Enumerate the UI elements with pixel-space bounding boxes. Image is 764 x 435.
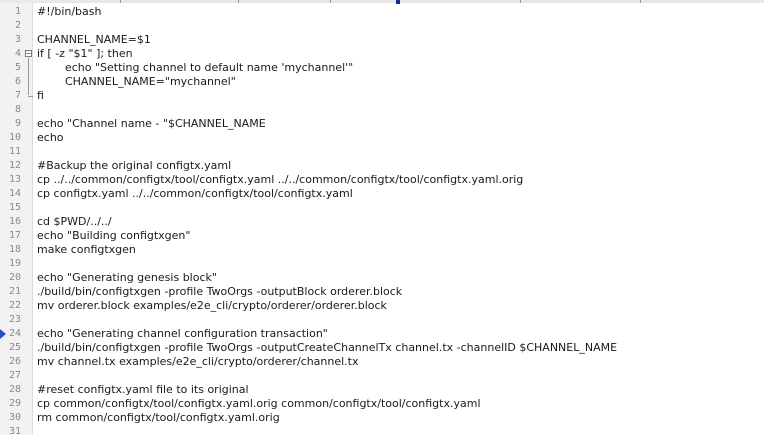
code-text[interactable]: cd $PWD/../../ — [37, 215, 112, 228]
code-line[interactable]: 6 CHANNEL_NAME="mychannel" — [0, 75, 764, 89]
code-text[interactable]: echo "Generating genesis block" — [37, 271, 217, 284]
line-number: 24 — [8, 328, 21, 339]
code-text[interactable]: echo "Building configtxgen" — [37, 229, 191, 242]
line-number: 25 — [8, 342, 21, 353]
code-line[interactable]: 31 — [0, 425, 764, 435]
line-number: 3 — [14, 34, 21, 45]
line-number: 31 — [8, 426, 21, 435]
code-text[interactable]: #!/bin/bash — [37, 5, 102, 18]
code-text[interactable]: cp common/configtx/tool/configtx.yaml.or… — [37, 397, 481, 410]
tab-separator — [520, 0, 521, 3]
code-line[interactable]: 27 — [0, 369, 764, 383]
code-line[interactable]: 11 — [0, 145, 764, 159]
line-number: 16 — [8, 216, 21, 227]
code-text[interactable]: fi — [37, 89, 44, 102]
code-text[interactable]: echo — [37, 131, 64, 144]
tab-separator — [238, 0, 239, 3]
code-line[interactable]: 2 — [0, 19, 764, 33]
line-number-gutter — [0, 3, 33, 435]
code-line[interactable]: 14 cp configtx.yaml ../../common/configtx… — [0, 187, 764, 201]
code-line[interactable]: 22 mv orderer.block examples/e2e_cli/cryp… — [0, 299, 764, 313]
line-number: 17 — [8, 230, 21, 241]
line-number: 30 — [8, 412, 21, 423]
code-text[interactable]: CHANNEL_NAME=$1 — [37, 33, 151, 46]
fold-guide-end — [28, 96, 33, 97]
code-text[interactable]: mv channel.tx examples/e2e_cli/crypto/or… — [37, 355, 359, 368]
line-number: 15 — [8, 202, 21, 213]
line-number: 10 — [8, 132, 21, 143]
code-text[interactable]: make configtxgen — [37, 243, 136, 256]
code-text[interactable]: echo "Setting channel to default name 'm… — [37, 61, 354, 74]
code-line[interactable]: 19 — [0, 257, 764, 271]
line-number: 5 — [14, 62, 21, 73]
code-line[interactable]: 4 if [ -z "$1" ]; then− — [0, 47, 764, 61]
code-line[interactable]: 23 — [0, 313, 764, 327]
line-number: 21 — [8, 286, 21, 297]
line-number: 14 — [8, 188, 21, 199]
line-number: 7 — [14, 90, 21, 101]
line-number: 23 — [8, 314, 21, 325]
code-text[interactable]: ./build/bin/configtxgen -profile TwoOrgs… — [37, 285, 403, 298]
line-number: 19 — [8, 258, 21, 269]
code-line[interactable]: 1 #!/bin/bash — [0, 5, 764, 19]
line-number: 6 — [14, 76, 21, 87]
fold-guide-line — [28, 58, 29, 95]
code-line[interactable]: 7 fi — [0, 89, 764, 103]
line-number: 11 — [8, 146, 21, 157]
code-text[interactable]: CHANNEL_NAME="mychannel" — [37, 75, 236, 88]
code-line[interactable]: 9 echo "Channel name - "$CHANNEL_NAME — [0, 117, 764, 131]
tab-separator — [640, 0, 641, 3]
code-text[interactable]: ./build/bin/configtxgen -profile TwoOrgs… — [37, 341, 618, 354]
code-line[interactable]: 12 #Backup the original configtx.yaml — [0, 159, 764, 173]
line-number: 27 — [8, 370, 21, 381]
code-line[interactable]: 20 echo "Generating genesis block" — [0, 271, 764, 285]
line-number: 26 — [8, 356, 21, 367]
code-line[interactable]: 28 #reset configtx.yaml file to its origi… — [0, 383, 764, 397]
tab-separator — [120, 0, 121, 3]
line-number: 4 — [14, 48, 21, 59]
code-text[interactable]: cp ../../common/configtx/tool/configtx.y… — [37, 173, 524, 186]
tab-separator — [330, 0, 331, 3]
active-tab-marker — [396, 0, 400, 4]
code-line[interactable]: 13 cp ../../common/configtx/tool/configtx… — [0, 173, 764, 187]
bookmark-arrow-icon — [0, 329, 6, 339]
code-line[interactable]: 30 rm common/configtx/tool/configtx.yaml.… — [0, 411, 764, 425]
code-text[interactable]: echo "Channel name - "$CHANNEL_NAME — [37, 117, 266, 130]
code-line[interactable]: 26 mv channel.tx examples/e2e_cli/crypto/… — [0, 355, 764, 369]
line-number: 22 — [8, 300, 21, 311]
code-line[interactable]: 3 CHANNEL_NAME=$1 — [0, 33, 764, 47]
code-text[interactable]: #reset configtx.yaml file to its origina… — [37, 383, 249, 396]
line-number: 18 — [8, 244, 21, 255]
line-number: 8 — [14, 104, 21, 115]
line-number: 1 — [14, 6, 21, 17]
code-text[interactable]: echo "Generating channel configuration t… — [37, 327, 328, 340]
code-text[interactable]: if [ -z "$1" ]; then — [37, 47, 133, 60]
code-text[interactable]: cp configtx.yaml ../../common/configtx/t… — [37, 187, 353, 200]
line-number: 2 — [14, 20, 21, 31]
code-text[interactable]: rm common/configtx/tool/configtx.yaml.or… — [37, 411, 280, 424]
code-line[interactable]: 10 echo — [0, 131, 764, 145]
code-line[interactable]: 18 make configtxgen — [0, 243, 764, 257]
code-text[interactable]: mv orderer.block examples/e2e_cli/crypto… — [37, 299, 387, 312]
line-number: 13 — [8, 174, 21, 185]
line-number: 28 — [8, 384, 21, 395]
fold-toggle-icon[interactable]: − — [25, 49, 32, 58]
code-line[interactable]: 16 cd $PWD/../../ — [0, 215, 764, 229]
code-line[interactable]: 5 echo "Setting channel to default name … — [0, 61, 764, 75]
code-line[interactable]: 21 ./build/bin/configtxgen -profile TwoOr… — [0, 285, 764, 299]
tab-bar-edge[interactable] — [0, 0, 764, 4]
code-line[interactable]: 8 — [0, 103, 764, 117]
line-number: 20 — [8, 272, 21, 283]
code-line[interactable]: 24 echo "Generating channel configuration… — [0, 327, 764, 341]
code-line[interactable]: 29 cp common/configtx/tool/configtx.yaml.… — [0, 397, 764, 411]
code-line[interactable]: 25 ./build/bin/configtxgen -profile TwoOr… — [0, 341, 764, 355]
code-line[interactable]: 17 echo "Building configtxgen" — [0, 229, 764, 243]
line-number: 9 — [14, 118, 21, 129]
code-line[interactable]: 15 — [0, 201, 764, 215]
line-number: 29 — [8, 398, 21, 409]
line-number: 12 — [8, 160, 21, 171]
code-text[interactable]: #Backup the original configtx.yaml — [37, 159, 232, 172]
